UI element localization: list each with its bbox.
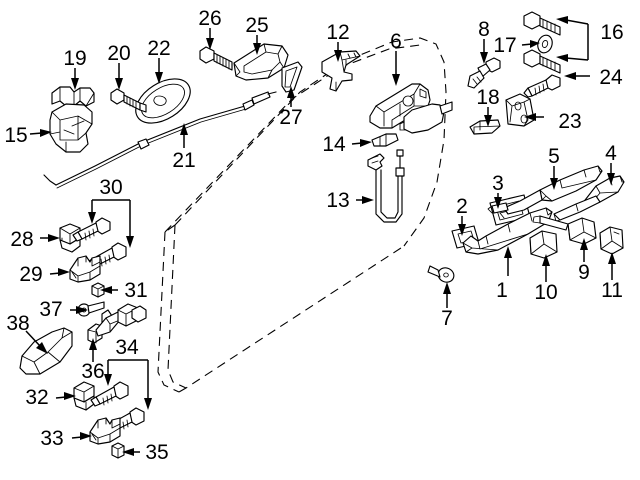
callout-label-30: 30 — [99, 176, 122, 199]
latch-cylinder — [399, 101, 453, 134]
part-29-upper-hinge — [69, 255, 101, 283]
callout-label-33: 33 — [40, 427, 63, 450]
part-16-bolt-upper — [523, 11, 561, 36]
part-10-clip — [529, 230, 558, 259]
callout-label-6: 6 — [390, 30, 402, 53]
part-16-bolt-lower — [523, 49, 561, 74]
callout-label-26: 26 — [198, 7, 221, 30]
part-26-bolt — [199, 46, 233, 71]
callout-label-14: 14 — [322, 133, 346, 156]
part-8-striker-bolt — [467, 57, 501, 89]
part-33-lower-hinge — [89, 417, 121, 445]
part-22-bezel — [135, 78, 191, 124]
callout-label-16: 16 — [600, 21, 623, 44]
callout-label-28: 28 — [10, 228, 33, 251]
callout-label-17: 17 — [493, 34, 516, 57]
callout-labels: 1 2 3 4 5 6 7 8 9 10 11 12 13 14 15 16 1… — [4, 7, 623, 464]
callout-label-35: 35 — [145, 441, 168, 464]
callout-label-3: 3 — [492, 172, 504, 195]
part-34-bolt-upper — [90, 381, 129, 407]
callout-label-8: 8 — [478, 18, 490, 41]
callout-label-20: 20 — [107, 42, 130, 65]
callout-label-37: 37 — [39, 298, 62, 321]
callout-label-10: 10 — [534, 281, 557, 304]
part-14-connector — [371, 133, 399, 147]
callout-label-23: 23 — [558, 110, 581, 133]
callout-leaders — [25, 16, 616, 456]
part-30-bolt-lower — [88, 242, 127, 268]
callout-label-27: 27 — [279, 106, 302, 129]
callout-label-38: 38 — [6, 312, 29, 335]
callout-label-31: 31 — [124, 279, 147, 302]
part-36-door-check — [87, 303, 147, 344]
part-12-bracket — [321, 50, 361, 92]
callout-label-18: 18 — [476, 86, 499, 109]
callout-label-15: 15 — [4, 124, 27, 147]
part-20-bolt — [110, 88, 147, 113]
callout-label-13: 13 — [326, 189, 349, 212]
part-11-clip — [599, 226, 624, 255]
callout-label-11: 11 — [601, 279, 623, 302]
callout-label-1: 1 — [496, 279, 508, 302]
callout-label-21: 21 — [172, 149, 195, 172]
callout-label-32: 32 — [25, 386, 48, 409]
callout-label-9: 9 — [578, 261, 590, 284]
part-35-pin — [111, 442, 125, 459]
part-9-clip — [532, 215, 597, 245]
callout-label-29: 29 — [19, 263, 42, 286]
callout-label-25: 25 — [245, 14, 268, 37]
part-27-cover — [281, 61, 303, 93]
part-7-screw — [427, 265, 455, 283]
callout-label-24: 24 — [599, 66, 623, 89]
callout-label-34: 34 — [115, 336, 139, 359]
part-31-pin — [91, 282, 105, 298]
callout-label-22: 22 — [147, 37, 170, 60]
part-13-lock-cable — [367, 149, 405, 223]
part-32-hinge-bumper — [73, 381, 95, 411]
part-24-bolt — [523, 74, 561, 98]
part-5-handle-lever — [487, 165, 603, 215]
callout-label-2: 2 — [456, 195, 468, 218]
callout-label-12: 12 — [326, 21, 349, 44]
part-6-door-latch — [369, 83, 431, 129]
part-18-stopper — [469, 119, 501, 135]
callout-label-4: 4 — [605, 142, 617, 165]
part-15-lock-actuator — [49, 103, 93, 153]
part-21-release-cable — [43, 91, 277, 189]
callout-label-36: 36 — [81, 360, 104, 383]
part-23-bracket — [505, 93, 535, 127]
part-17-washer — [537, 34, 553, 54]
part-30-bolt-upper — [72, 217, 111, 242]
part-25-inside-handle — [233, 43, 289, 81]
callout-label-5: 5 — [548, 145, 560, 168]
callout-label-7: 7 — [441, 307, 453, 330]
callout-label-19: 19 — [63, 47, 86, 70]
part-4-handle-insert — [553, 175, 625, 222]
part-1-outside-handle — [462, 207, 553, 255]
part-19-retainer — [51, 86, 95, 107]
